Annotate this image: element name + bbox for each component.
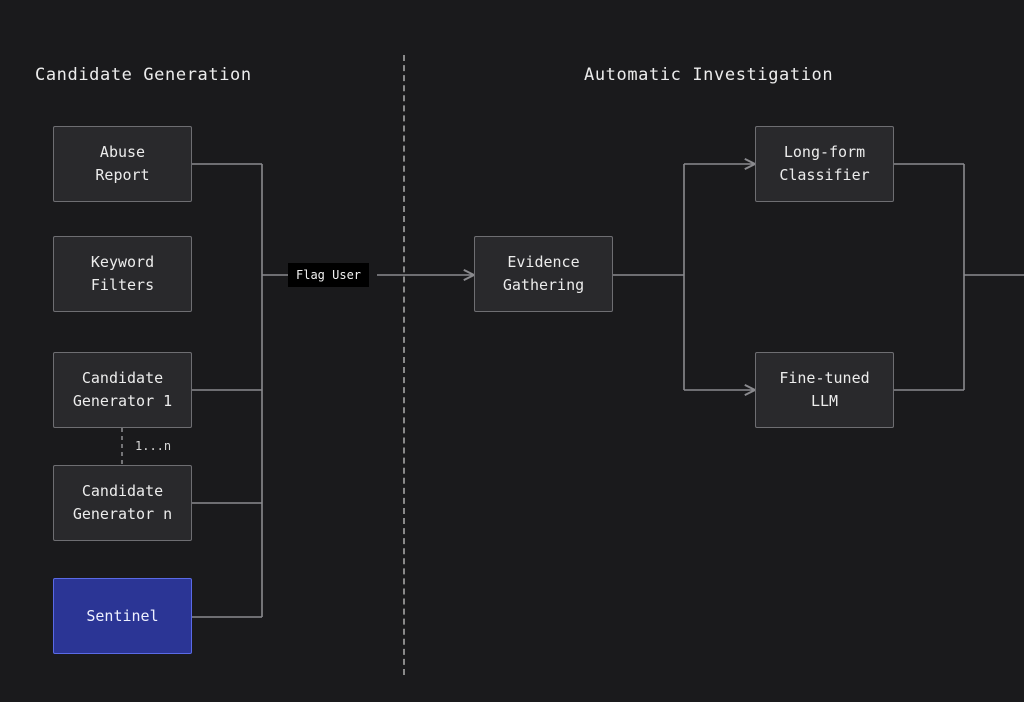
node-fine-tuned-llm: Fine-tuned LLM: [755, 352, 894, 428]
section-title-candidate-generation: Candidate Generation: [35, 65, 252, 85]
section-title-automatic-investigation: Automatic Investigation: [584, 65, 834, 85]
node-abuse-report: Abuse Report: [53, 126, 192, 202]
node-sentinel: Sentinel: [53, 578, 192, 654]
node-keyword-filters: Keyword Filters: [53, 236, 192, 312]
generator-range-label: 1...n: [135, 439, 172, 453]
node-candidate-generator-1: Candidate Generator 1: [53, 352, 192, 428]
flag-user-label: Flag User: [288, 263, 370, 287]
node-long-form-classifier: Long-form Classifier: [755, 126, 894, 202]
node-candidate-generator-n: Candidate Generator n: [53, 465, 192, 541]
node-evidence-gathering: Evidence Gathering: [474, 236, 613, 312]
section-divider: [403, 55, 405, 675]
